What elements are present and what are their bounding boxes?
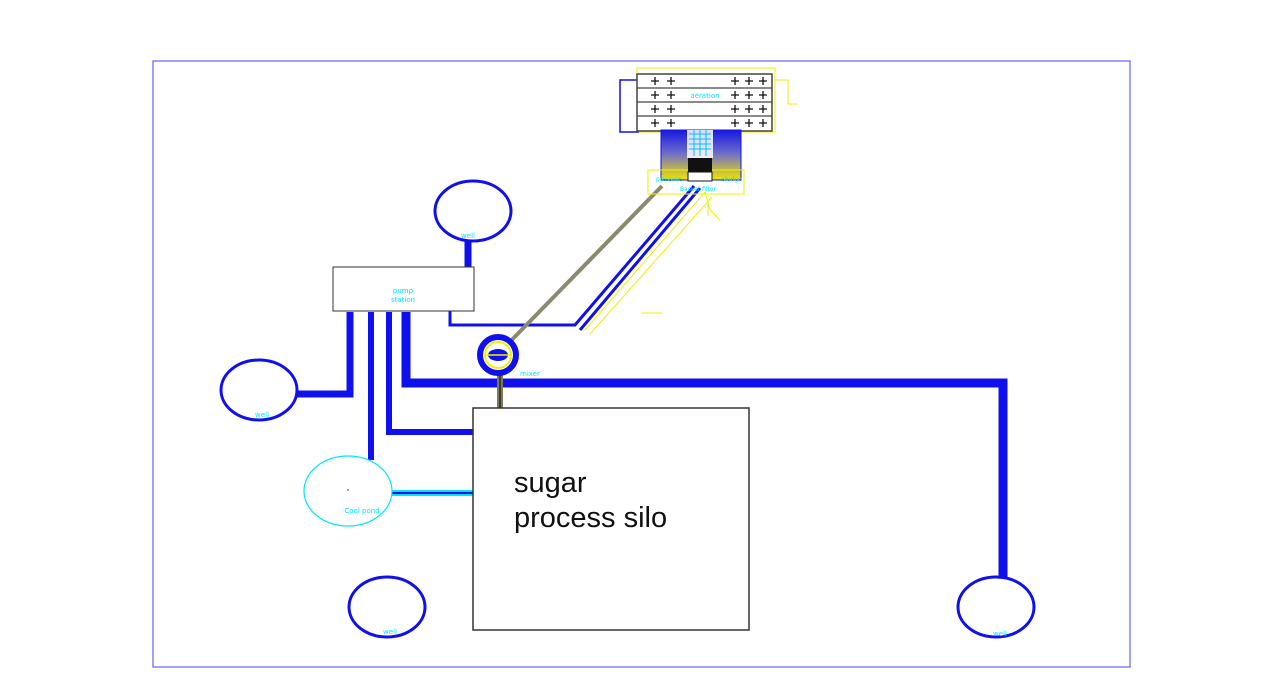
filter-tag-right: sludge <box>722 176 742 183</box>
pipe-silo-feed <box>386 312 474 435</box>
well-top[interactable]: well <box>433 179 513 243</box>
pump-station-label-2: station <box>391 296 415 304</box>
basket-filter[interactable]: pressure sludge Basket filter <box>647 129 745 195</box>
pipe-filter-second <box>578 187 702 331</box>
silo-label-line2: process silo <box>514 502 667 534</box>
pipe-grey-return <box>498 184 664 354</box>
aeration-unit[interactable]: aeration <box>619 67 798 133</box>
well-right-label: well <box>993 630 1007 638</box>
sugar-process-silo[interactable]: sugar process silo <box>472 407 750 631</box>
well-left-label: well <box>255 411 269 419</box>
aeration-label: aeration <box>690 92 719 100</box>
well-top-label: well <box>461 232 475 240</box>
cool-pond-label: Cool pond <box>344 507 379 515</box>
silo-label-line1: sugar <box>514 467 587 499</box>
filter-tag-left: pressure <box>656 176 682 183</box>
yellow-guides <box>584 190 721 335</box>
pipe-pump-to-filter <box>448 185 696 327</box>
mixer[interactable]: mixer <box>477 334 540 378</box>
pump-station[interactable]: pump station <box>332 266 475 312</box>
drawing-frame <box>152 60 1131 668</box>
pipe-network <box>297 185 1008 582</box>
pipe-main-right <box>401 312 1008 582</box>
cool-pond[interactable]: Cool pond <box>303 455 393 527</box>
well-bottom[interactable]: well <box>347 575 427 639</box>
pump-station-label-1: pump <box>393 287 414 295</box>
filter-screens <box>689 130 711 156</box>
pipe-left-well <box>297 312 354 398</box>
well-bottom-label: well <box>383 628 397 636</box>
filter-label: Basket filter <box>680 186 717 193</box>
aeration-diffusers <box>651 77 767 127</box>
well-left[interactable]: well <box>219 358 299 422</box>
well-right[interactable]: well <box>956 575 1036 639</box>
mixer-label: mixer <box>520 370 540 378</box>
